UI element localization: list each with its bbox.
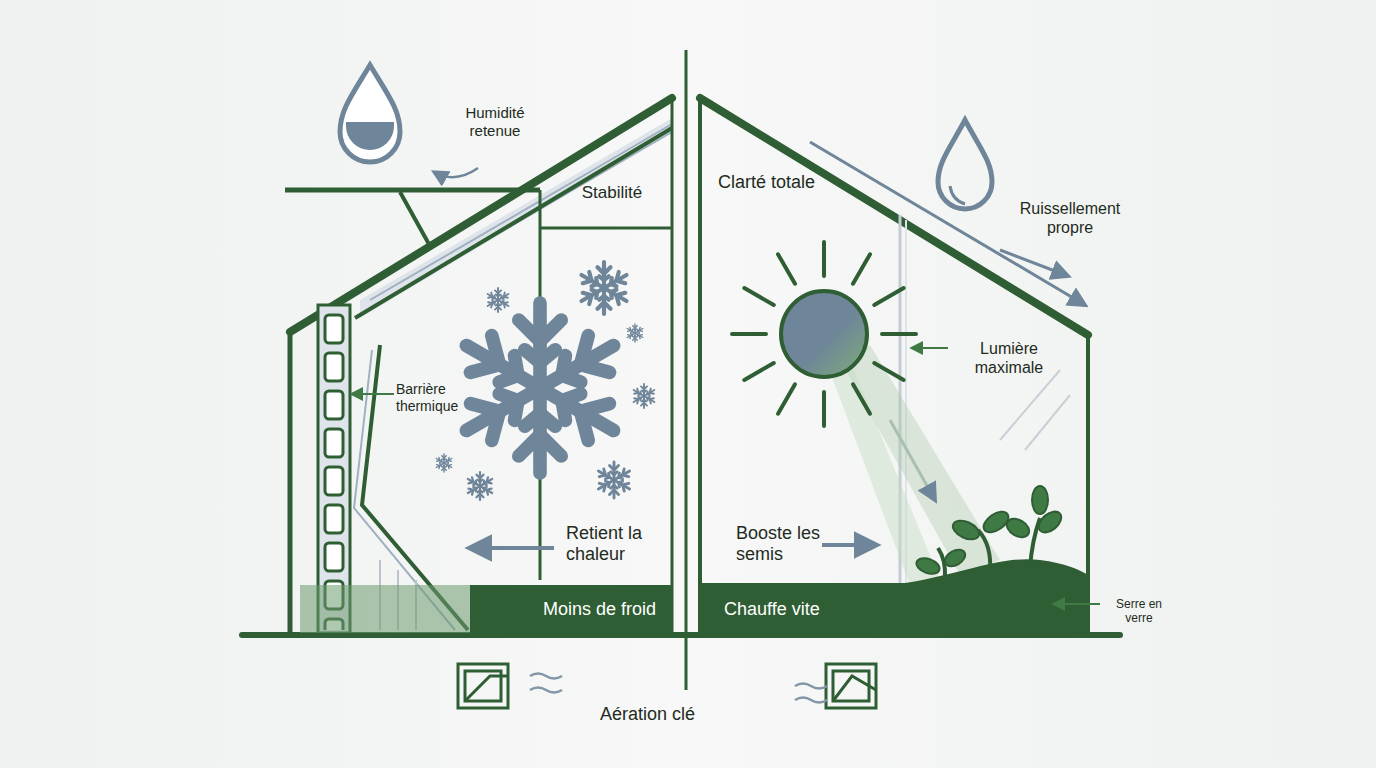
sun-ray (822, 392, 826, 426)
callout-label: Barrière thermique (396, 381, 486, 414)
sun-ray (874, 363, 903, 380)
floor-band: Moins de froid (470, 585, 672, 633)
sun-ray (778, 254, 795, 283)
callout-label: Ruissellement propre (1000, 200, 1140, 238)
sun-ray (853, 254, 870, 283)
band-text: Moins de froid (543, 599, 656, 620)
callout-label: Lumière maximale (954, 340, 1064, 378)
sun-ray (732, 332, 766, 336)
band-text: Chauffe vite (724, 599, 820, 620)
sun-ray (744, 288, 773, 305)
sun-ray (822, 242, 826, 276)
callout-label: Clarté totale (718, 172, 818, 193)
callout-label: Retient la chaleur (566, 523, 676, 565)
floor-band: Chauffe vite (702, 585, 905, 633)
sun-ray (744, 363, 773, 380)
callout-label: Stabilité (560, 183, 664, 203)
callout-label: Aération clé (600, 704, 770, 725)
sun-ray (874, 288, 903, 305)
sun-ray (882, 332, 916, 336)
sun-ray (853, 384, 870, 413)
callout-label: Booste les semis (736, 523, 826, 565)
callout-label: Humidité retenue (440, 104, 550, 139)
callout-label: Serre en verre (1104, 597, 1174, 625)
sun-ray (778, 384, 795, 413)
